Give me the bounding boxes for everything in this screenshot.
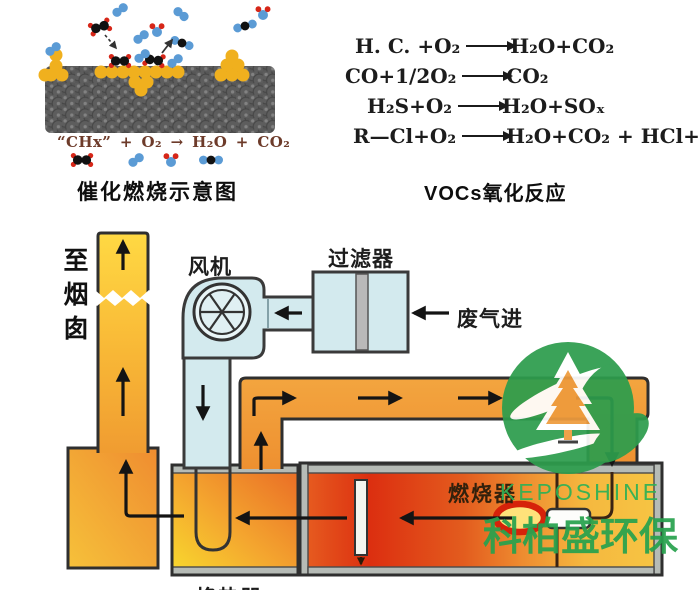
equation-molecule-icons bbox=[70, 153, 223, 167]
filter-label: 过滤器 bbox=[328, 248, 394, 271]
burner-nozzle bbox=[545, 507, 592, 530]
heat-exchanger-box bbox=[170, 463, 300, 577]
reaction-arrow-icon bbox=[462, 71, 514, 80]
reaction-rhs: H₂O+SOₓ bbox=[502, 94, 606, 118]
reaction-lhs: H₂S+O₂ bbox=[367, 94, 453, 118]
watermark: KEPOSHINE 科柏盛环保 bbox=[478, 338, 683, 562]
burner-label: 燃烧器 bbox=[448, 483, 517, 506]
catalyst-particles bbox=[38, 48, 250, 97]
surface-equation: “CHx” + O₂ → H₂O + CO₂ bbox=[57, 133, 291, 151]
reaction-lhs: H. C. +O₂ bbox=[355, 34, 461, 58]
fan-blades-icon bbox=[200, 293, 244, 331]
reaction-rhs: H₂O+CO₂ + HCl+Cl₂ bbox=[506, 124, 700, 148]
gas-inlet-label: 废气进 bbox=[457, 308, 523, 331]
filter-element bbox=[355, 273, 369, 351]
exhaust-plenum-box bbox=[66, 446, 160, 570]
heat-exchanger-label: 换热器 bbox=[196, 582, 262, 590]
reaction-lhs: CO+1/2O₂ bbox=[345, 64, 457, 88]
reaction-arrow-icon bbox=[462, 131, 514, 140]
u-tube bbox=[194, 469, 232, 552]
adsorption-arrows bbox=[104, 34, 174, 54]
brand-logo-icon bbox=[502, 342, 649, 474]
catalytic-caption: 催化燃烧示意图 bbox=[77, 181, 238, 204]
chimney-label: 至烟囱 bbox=[60, 247, 88, 349]
burner-box bbox=[298, 461, 664, 577]
reaction-line: H. C. +O₂ H₂O+CO₂ bbox=[355, 31, 700, 61]
reaction-arrow-icon bbox=[458, 101, 510, 110]
catalyst-element bbox=[354, 479, 368, 556]
catalyst-bed bbox=[38, 48, 275, 133]
burner-feed-pipe bbox=[591, 472, 614, 520]
duct-break-icon bbox=[95, 290, 151, 306]
fan-label: 风机 bbox=[188, 256, 232, 279]
fan-assembly bbox=[181, 276, 315, 360]
reactions-caption: VOCs氧化反应 bbox=[424, 183, 567, 205]
reaction-line: H₂S+O₂ H₂O+SOₓ bbox=[367, 91, 700, 121]
reaction-arrow-icon bbox=[466, 41, 518, 50]
filter-box bbox=[311, 270, 410, 354]
reaction-rhs: H₂O+CO₂ bbox=[510, 34, 615, 58]
brand-name-cn: 科柏盛环保 bbox=[482, 516, 678, 559]
reaction-line: R—Cl+O₂ H₂O+CO₂ + HCl+Cl₂ bbox=[353, 121, 700, 151]
reaction-lhs: R—Cl+O₂ bbox=[353, 124, 457, 148]
reaction-line: CO+1/2O₂ CO₂ bbox=[345, 61, 700, 91]
reactions-block: H. C. +O₂ H₂O+CO₂ CO+1/2O₂ CO₂ H₂S+O₂ H₂… bbox=[345, 31, 700, 151]
reaction-rhs: CO₂ bbox=[506, 64, 549, 88]
brand-name-en: KEPOSHINE bbox=[499, 479, 662, 505]
catalytic-surface-illustration bbox=[38, 3, 275, 133]
